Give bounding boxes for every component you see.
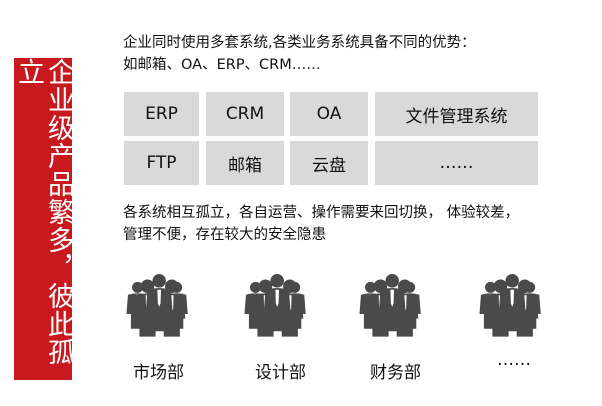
system-tile-more: ……: [375, 141, 538, 185]
problem-text: 各系统相互孤立，各自运营、操作需要来回切换， 体验较差， 管理不便，存在较大的安…: [123, 202, 519, 246]
team-more-icon: [478, 268, 550, 344]
department-design: 设计部: [255, 363, 306, 383]
system-tile-ftp: FTP: [124, 141, 199, 185]
team-design-icon: [243, 268, 315, 344]
system-tile-erp: ERP: [124, 92, 199, 136]
title-banner: 企业级产品繁多，彼此孤立: [13, 58, 74, 380]
system-tile-file-management: 文件管理系统: [375, 92, 538, 136]
banner-title: 企业级产品繁多，彼此孤立: [13, 58, 74, 366]
intro-line-1: 企业同时使用多套系统,各类业务系统具备不同的优势：: [123, 35, 476, 51]
intro-line-2: 如邮箱、OA、ERP、CRM……: [123, 57, 321, 73]
system-tile-crm: CRM: [206, 92, 284, 136]
intro-text: 企业同时使用多套系统,各类业务系统具备不同的优势： 如邮箱、OA、ERP、CRM…: [123, 32, 476, 76]
problem-line-1: 各系统相互孤立，各自运营、操作需要来回切换， 体验较差，: [123, 205, 520, 221]
department-finance: 财务部: [370, 363, 421, 383]
department-marketing: 市场部: [133, 363, 184, 383]
team-finance-icon: [358, 268, 430, 344]
department-more: ……: [497, 350, 531, 370]
system-tile-oa: OA: [290, 92, 368, 136]
problem-line-2: 管理不便，存在较大的安全隐患: [123, 227, 326, 243]
team-marketing-icon: [125, 268, 197, 344]
system-tile-cloud-disk: 云盘: [290, 141, 368, 185]
system-tile-mail: 邮箱: [206, 141, 284, 185]
